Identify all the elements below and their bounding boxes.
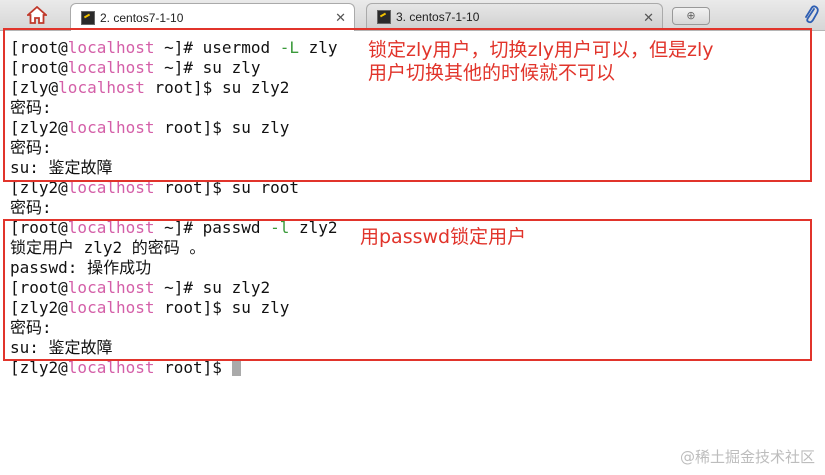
terminal-text: [zly@: [10, 78, 59, 97]
tab-label: 3. centos7-1-10: [396, 9, 480, 24]
annotation-line: 用户切换其他的时候就不可以: [368, 62, 616, 84]
terminal-text: [root@: [10, 38, 68, 57]
terminal-text: [zly2@: [10, 118, 68, 137]
prompt-host: localhost: [67, 278, 155, 297]
terminal-text: su: 鉴定故障: [10, 338, 113, 357]
terminal-line: [root@localhost ~]# su zly: [10, 58, 338, 78]
annotation-note-passwd: 用passwd锁定用户: [360, 226, 527, 248]
close-icon[interactable]: ✕: [335, 10, 346, 25]
terminal-line: [root@localhost ~]# passwd -l zly2: [10, 218, 338, 238]
paperclip-icon[interactable]: [803, 4, 819, 26]
terminal-text: passwd: 操作成功: [10, 258, 152, 277]
tab-bar: 2. centos7-1-10 ✕ 3. centos7-1-10 ✕ ⊕: [0, 0, 825, 31]
terminal-text: 密码:: [10, 198, 52, 217]
terminal-text: [root@: [10, 58, 68, 77]
terminal-text: ~]# passwd: [154, 218, 271, 237]
terminal-output[interactable]: [root@localhost ~]# usermod -L zly[root@…: [10, 38, 338, 378]
home-icon: [27, 6, 47, 24]
new-tab-button[interactable]: ⊕: [672, 7, 710, 25]
terminal-line: su: 鉴定故障: [10, 158, 338, 178]
terminal-text: 锁定用户 zly2 的密码 。: [10, 238, 206, 257]
tab-session-2[interactable]: 2. centos7-1-10 ✕: [70, 3, 355, 31]
terminal-text: zly: [299, 38, 338, 57]
terminal-text: ~]# su zly: [154, 58, 261, 77]
terminal-text: root]$ su root: [154, 178, 299, 197]
terminal-line: 锁定用户 zly2 的密码 。: [10, 238, 338, 258]
prompt-host: localhost: [67, 358, 155, 377]
terminal-line: 密码:: [10, 198, 338, 218]
prompt-host: localhost: [67, 118, 155, 137]
terminal-text: 密码:: [10, 98, 52, 117]
terminal-text: root]$ su zly: [154, 118, 290, 137]
terminal-line: [zly2@localhost root]$ su zly: [10, 298, 338, 318]
terminal-cursor: [231, 359, 241, 376]
terminal-text: root]$ su zly: [154, 298, 290, 317]
terminal-line: 密码:: [10, 318, 338, 338]
prompt-host: localhost: [67, 298, 155, 317]
prompt-host: localhost: [67, 38, 155, 57]
terminal-icon: [81, 10, 95, 25]
terminal-text: 密码:: [10, 138, 52, 157]
home-button[interactable]: [22, 4, 52, 26]
terminal-text: ~]# usermod: [154, 38, 280, 57]
terminal-line: [zly@localhost root]$ su zly2: [10, 78, 338, 98]
prompt-host: localhost: [67, 58, 155, 77]
close-icon[interactable]: ✕: [643, 10, 654, 25]
annotation-line: 锁定zly用户，切换zly用户可以，但是zly: [368, 39, 714, 61]
terminal-line: 密码:: [10, 98, 338, 118]
terminal-text: [zly2@: [10, 178, 68, 197]
terminal-text: ~]# su zly2: [154, 278, 271, 297]
command-flag: -l: [270, 218, 290, 237]
annotation-box-passwd: [3, 219, 812, 361]
terminal-icon: [377, 9, 391, 24]
terminal-line: [zly2@localhost root]$ su zly: [10, 118, 338, 138]
watermark: @稀土掘金技术社区: [679, 448, 815, 466]
terminal-text: [zly2@: [10, 298, 68, 317]
terminal-line: passwd: 操作成功: [10, 258, 338, 278]
annotation-note-usermod: 锁定zly用户，切换zly用户可以，但是zly 用户切换其他的时候就不可以: [368, 39, 714, 85]
tab-session-3[interactable]: 3. centos7-1-10 ✕: [366, 3, 663, 29]
terminal-line: [zly2@localhost root]$ su root: [10, 178, 338, 198]
terminal-line: su: 鉴定故障: [10, 338, 338, 358]
terminal-text: [zly2@: [10, 358, 68, 377]
annotation-box-usermod: [3, 28, 812, 182]
prompt-host: localhost: [67, 218, 155, 237]
terminal-text: zly2: [289, 218, 338, 237]
tab-label: 2. centos7-1-10: [100, 10, 184, 25]
terminal-line: [root@localhost ~]# usermod -L zly: [10, 38, 338, 58]
prompt-host: localhost: [58, 78, 145, 97]
terminal-text: su: 鉴定故障: [10, 158, 113, 177]
terminal-line: [zly2@localhost root]$: [10, 358, 338, 378]
terminal-text: [root@: [10, 218, 68, 237]
plus-icon: ⊕: [686, 9, 696, 22]
command-flag: -L: [279, 38, 299, 57]
terminal-text: root]$: [154, 358, 232, 377]
terminal-text: [root@: [10, 278, 68, 297]
terminal-line: 密码:: [10, 138, 338, 158]
terminal-text: 密码:: [10, 318, 52, 337]
prompt-host: localhost: [67, 178, 155, 197]
terminal-line: [root@localhost ~]# su zly2: [10, 278, 338, 298]
terminal-text: root]$ su zly2: [144, 78, 290, 97]
